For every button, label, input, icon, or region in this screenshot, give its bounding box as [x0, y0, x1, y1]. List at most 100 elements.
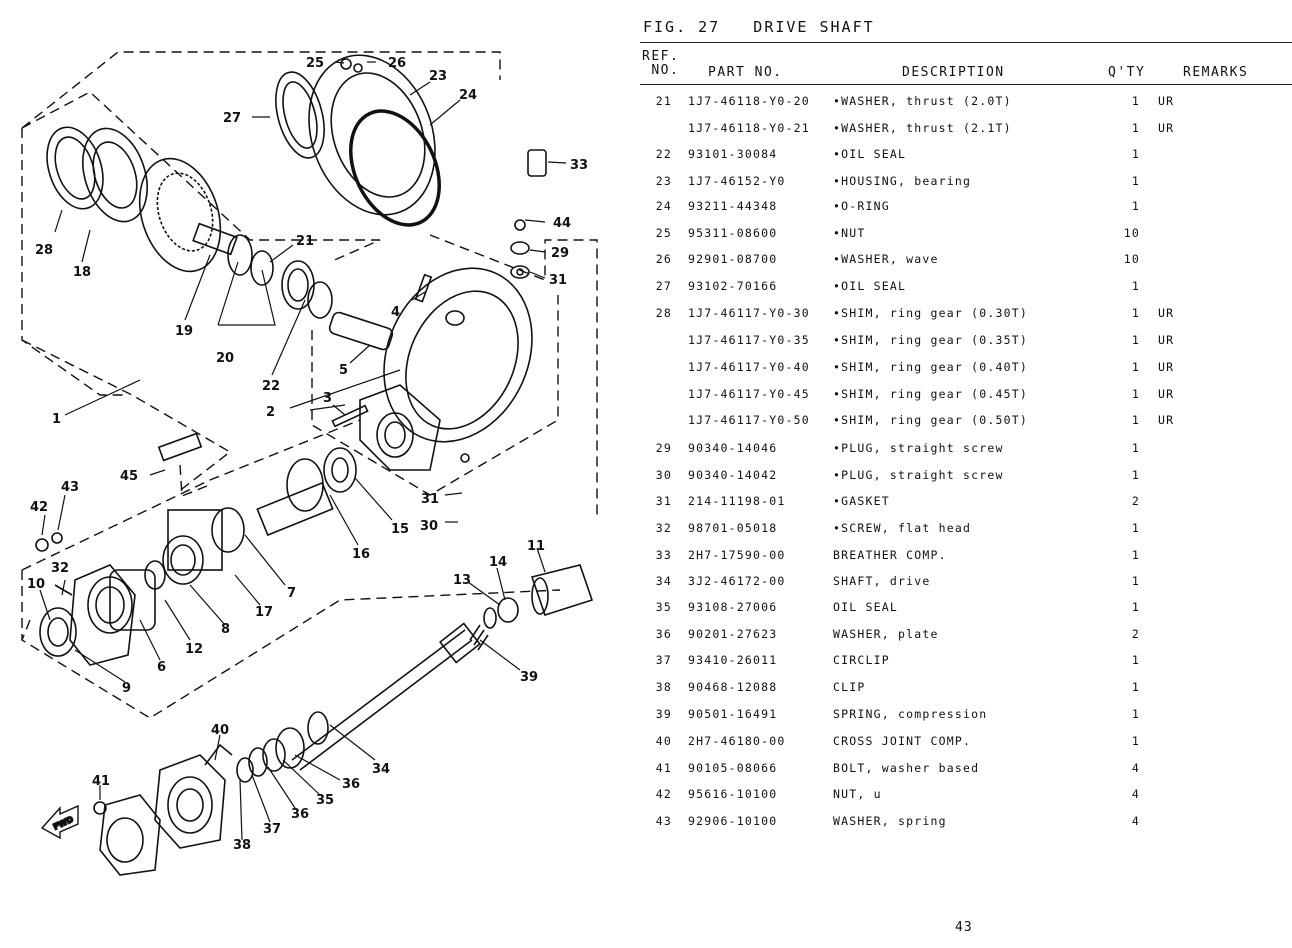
- ref-no-cell: 41: [655, 761, 672, 775]
- part-no-cell: 3J2-46172-00: [688, 574, 786, 588]
- description-cell: •O-RING: [833, 199, 890, 213]
- description-cell: •SHIM, ring gear (0.45T): [833, 387, 1028, 401]
- ref-no-cell: 40: [655, 734, 672, 748]
- ref-no-cell: 43: [655, 814, 672, 828]
- callout: 44: [553, 216, 571, 231]
- leader-lines: [39, 61, 567, 841]
- description-cell: SHAFT, drive: [833, 574, 931, 588]
- callout: 20: [216, 351, 234, 366]
- header-bottom-rule: [640, 84, 1292, 85]
- part-no-cell: 93101-30084: [688, 147, 778, 161]
- ring-gear-assembly: [46, 126, 333, 319]
- description-cell: •WASHER, thrust (2.0T): [833, 94, 1012, 108]
- ref-no-cell: 22: [655, 147, 672, 161]
- callout: 24: [459, 88, 477, 103]
- table-row: 1J7-46117-Y0-45•SHIM, ring gear (0.45T)1…: [0, 387, 1292, 405]
- qty-cell: 1: [1131, 147, 1140, 161]
- description-cell: NUT, u: [833, 787, 882, 801]
- description-cell: •SHIM, ring gear (0.40T): [833, 360, 1028, 374]
- part-no-cell: 2H7-46180-00: [688, 734, 786, 748]
- gear-case-housing: [328, 267, 533, 471]
- callout: 10: [27, 577, 45, 592]
- ref-no-cell: 29: [655, 441, 672, 455]
- header-description: DESCRIPTION: [902, 65, 1005, 80]
- qty-cell: 1: [1131, 360, 1140, 374]
- qty-cell: 1: [1131, 387, 1140, 401]
- remarks-cell: UR: [1158, 333, 1175, 347]
- description-cell: BOLT, washer based: [833, 761, 980, 775]
- description-cell: •SHIM, ring gear (0.50T): [833, 413, 1028, 427]
- qty-cell: 4: [1131, 761, 1140, 775]
- ref-no-cell: 42: [655, 787, 672, 801]
- cross-joint: [93, 743, 233, 876]
- description-cell: CLIP: [833, 680, 866, 694]
- qty-cell: 1: [1131, 707, 1140, 721]
- callout-labels: 1 2 3 4 5 6 7 8 9 10 11 12 13 14 15 16 1…: [27, 56, 588, 853]
- callout: 45: [120, 469, 138, 484]
- callout: 13: [453, 573, 471, 588]
- part-no-cell: 1J7-46152-Y0: [688, 174, 786, 188]
- callout: 40: [211, 723, 229, 738]
- part-no-cell: 98701-05018: [688, 521, 778, 535]
- ref-no-cell: 39: [655, 707, 672, 721]
- callout: 19: [175, 324, 193, 339]
- part-no-cell: 1J7-46117-Y0-50: [688, 413, 810, 427]
- qty-cell: 4: [1131, 814, 1140, 828]
- ref-no-cell: 25: [655, 226, 672, 240]
- remarks-cell: UR: [1158, 121, 1175, 135]
- qty-cell: 1: [1131, 121, 1140, 135]
- description-cell: •SCREW, flat head: [833, 521, 972, 535]
- header-qty: Q'TY: [1108, 65, 1146, 80]
- part-no-cell: 92906-10100: [688, 814, 778, 828]
- qty-cell: 2: [1131, 627, 1140, 641]
- callout: 42: [30, 500, 48, 515]
- remarks-cell: UR: [1158, 413, 1175, 427]
- description-cell: •OIL SEAL: [833, 147, 907, 161]
- description-cell: •SHIM, ring gear (0.35T): [833, 333, 1028, 347]
- callout: 18: [73, 265, 91, 280]
- callout: 16: [352, 547, 370, 562]
- header-top-rule: [640, 42, 1292, 43]
- part-no-cell: 1J7-46118-Y0-20: [688, 94, 810, 108]
- qty-cell: 1: [1131, 680, 1140, 694]
- part-no-cell: 1J7-46117-Y0-40: [688, 360, 810, 374]
- part-no-cell: 93108-27006: [688, 600, 778, 614]
- qty-cell: 1: [1131, 734, 1140, 748]
- description-cell: •HOUSING, bearing: [833, 174, 972, 188]
- qty-cell: 1: [1131, 199, 1140, 213]
- callout: 14: [489, 555, 507, 570]
- table-row: 1J7-46117-Y0-50•SHIM, ring gear (0.50T)1…: [0, 413, 1292, 431]
- callout: 5: [339, 363, 348, 378]
- callout: 28: [35, 243, 53, 258]
- remarks-cell: UR: [1158, 387, 1175, 401]
- ref-no-cell: 38: [655, 680, 672, 694]
- part-no-cell: 93410-26011: [688, 653, 778, 667]
- remarks-cell: UR: [1158, 360, 1175, 374]
- callout: 30: [420, 519, 438, 534]
- group-outlines: [21, 51, 598, 719]
- part-no-cell: 90340-14046: [688, 441, 778, 455]
- ref-no-cell: 37: [655, 653, 672, 667]
- callout: 2: [266, 405, 275, 420]
- callout: 31: [549, 273, 567, 288]
- description-cell: BREATHER COMP.: [833, 548, 947, 562]
- header-remarks: REMARKS: [1183, 65, 1249, 80]
- qty-cell: 1: [1131, 521, 1140, 535]
- ref-no-cell: 28: [655, 306, 672, 320]
- callout: 34: [372, 762, 390, 777]
- part-no-cell: 2H7-17590-00: [688, 548, 786, 562]
